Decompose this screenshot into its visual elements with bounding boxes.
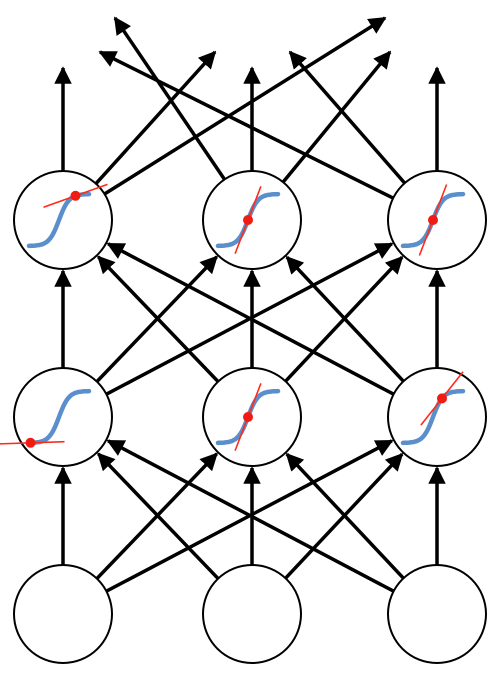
output-arrow-h2-3-left <box>288 50 407 185</box>
output-arrow-h2-2-right <box>281 50 392 184</box>
neuron-in-1 <box>13 564 113 664</box>
edge-in-3-to-h1-1 <box>106 439 395 593</box>
neuron-h1-3 <box>387 367 487 467</box>
neuron-circle <box>202 564 302 664</box>
neuron-h2-2 <box>202 170 302 270</box>
output-arrow-h2-1-far-right <box>103 16 387 196</box>
edge-in-3-to-h1-2 <box>285 452 405 580</box>
operating-point <box>243 215 253 225</box>
output-arrow-h2-3-far-left <box>98 50 394 200</box>
operating-point <box>437 393 447 404</box>
operating-point <box>70 190 81 201</box>
edge-h1-3-to-h2-2 <box>285 255 405 383</box>
operating-point <box>428 215 438 225</box>
output-arrow-h2-1-right <box>94 50 217 185</box>
neuron-circle <box>13 564 113 664</box>
neuron-in-2 <box>202 564 302 664</box>
neuron-h2-3 <box>387 170 487 270</box>
edge-h1-2-to-h2-1 <box>97 255 220 383</box>
operating-point <box>243 412 253 422</box>
output-arrow-h2-2-left <box>113 16 226 181</box>
operating-point <box>25 437 36 448</box>
neurons <box>0 170 487 664</box>
neuron-in-3 <box>387 564 487 664</box>
neuron-h1-2 <box>202 367 302 467</box>
connections <box>54 16 446 593</box>
edge-in-2-to-h1-1 <box>97 452 220 580</box>
neuron-h1-1 <box>0 367 113 467</box>
neuron-h2-1 <box>13 170 113 270</box>
neuron-circle <box>13 367 113 467</box>
sigmoid-curve <box>400 388 466 446</box>
neuron-circle <box>13 170 113 270</box>
edge-h1-3-to-h2-1 <box>106 242 395 396</box>
neuron-circle <box>387 367 487 467</box>
neuron-circle <box>387 564 487 664</box>
